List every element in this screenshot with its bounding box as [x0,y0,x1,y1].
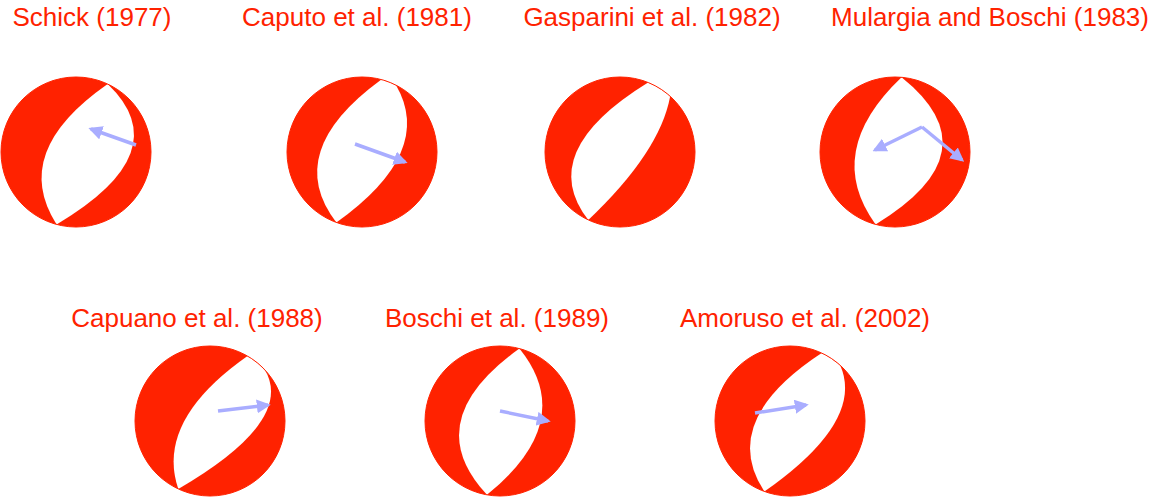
compression-area [1,77,151,227]
compression-area [715,346,865,496]
slip-vector [91,129,136,145]
slip-vector [922,127,962,160]
focal-mechanism: Capuano et al. (1988) [71,303,323,498]
author-title: Capuano et al. (1988) [71,303,323,333]
compression-area [545,77,695,227]
dilatation-area [459,349,542,495]
dilatation-area [750,353,845,491]
author-title: Amoruso et al. (2002) [680,303,930,333]
dilatation-area [174,356,271,489]
dilatation-area [42,84,134,224]
beachball [818,75,972,229]
slip-vector [755,405,806,413]
dilatation-area [317,80,407,223]
beachball [285,75,439,229]
focal-mechanism: Gasparini et al. (1982) [523,2,780,229]
beachball [543,75,697,229]
author-title: Schick (1977) [13,2,172,32]
author-title: Mulargia and Boschi (1983) [831,2,1149,32]
slip-vector [218,405,268,411]
compression-area [135,346,285,496]
author-title: Boschi et al. (1989) [385,303,609,333]
focal-mechanism: Schick (1977) [0,2,171,229]
focal-mechanism: Caputo et al. (1981) [242,2,472,229]
author-title: Gasparini et al. (1982) [523,2,780,32]
beachball [713,344,867,498]
focal-mechanism: Boschi et al. (1989) [385,303,609,498]
slip-vector [355,144,405,162]
beachball [133,344,287,498]
beachball [423,344,577,498]
compression-area [820,77,970,227]
slip-vector [500,411,548,421]
focal-mechanism: Mulargia and Boschi (1983) [818,2,1149,229]
dilatation-area [854,77,942,224]
dilatation-area [571,82,670,220]
slip-vector [875,127,922,150]
compression-area [287,77,437,227]
beachball [0,75,153,229]
focal-mechanism: Amoruso et al. (2002) [680,303,930,498]
compression-area [425,346,575,496]
author-title: Caputo et al. (1981) [242,2,472,32]
